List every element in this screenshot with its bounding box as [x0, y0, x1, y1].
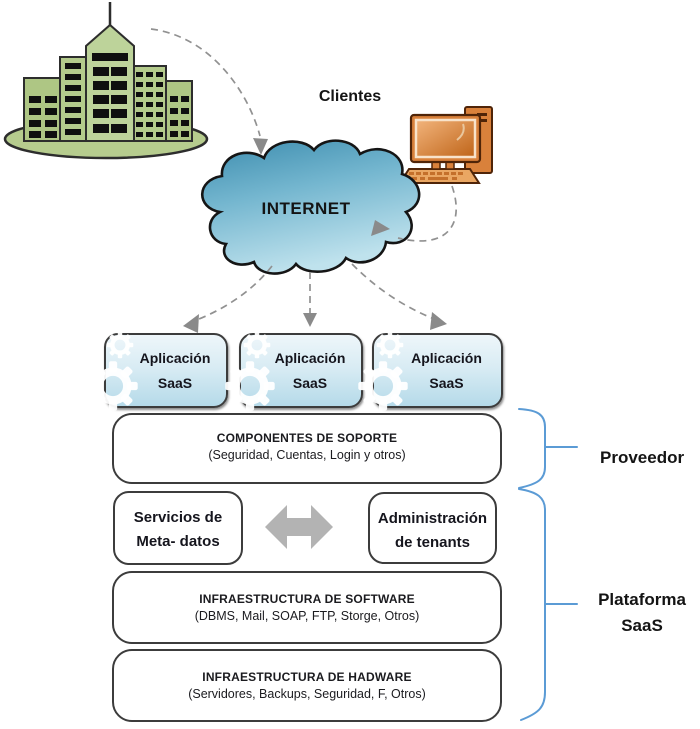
saas-app-3-line2: SaaS	[429, 375, 464, 391]
plataforma-label-line1: Plataforma	[598, 590, 686, 609]
saas-app-box-3: Aplicación SaaS	[372, 333, 503, 408]
componentes-soporte-box: COMPONENTES DE SOPORTE (Seguridad, Cuent…	[112, 413, 502, 484]
proveedor-label: Proveedor	[600, 448, 685, 467]
hardware-title: INFRAESTRUCTURA DE HADWARE	[202, 670, 412, 684]
arrowheads	[183, 138, 447, 333]
tenants-line2: de tenants	[394, 534, 470, 551]
saas-app-box-1: Aplicación SaaS	[104, 333, 228, 408]
plataforma-brace	[518, 488, 546, 721]
servicios-metadatos-box: Servicios de Meta- datos	[113, 491, 243, 565]
infraestructura-software-box: INFRAESTRUCTURA DE SOFTWARE (DBMS, Mail,…	[112, 571, 502, 644]
hardware-subtitle: (Servidores, Backups, Seguridad, F, Otro…	[188, 687, 426, 701]
saas-app-1-line2: SaaS	[157, 375, 193, 391]
soporte-subtitle: (Seguridad, Cuentas, Login y otros)	[208, 448, 406, 462]
brace-group	[518, 408, 578, 721]
saas-app-box-2: Aplicación SaaS	[239, 333, 363, 408]
left-right-arrow-icon	[265, 505, 333, 549]
metadatos-line1: Servicios de	[133, 509, 223, 526]
arrow-building-to-cloud	[150, 28, 261, 137]
arrow-cloud-to-app3	[351, 263, 435, 320]
proveedor-brace	[518, 408, 546, 489]
arrow-computer-to-cloud	[397, 185, 457, 242]
plataforma-label: Plataforma SaaS	[586, 587, 698, 639]
infraestructura-hardware-box: INFRAESTRUCTURA DE HADWARE (Servidores, …	[112, 649, 502, 722]
saas-app-1-line1: Aplicación	[139, 350, 211, 366]
internet-label: INTERNET	[261, 199, 351, 218]
keyboard	[398, 168, 481, 184]
plataforma-label-line2: SaaS	[621, 616, 663, 635]
clientes-label: Clientes	[318, 88, 382, 105]
saas-app-2-line1: Aplicación	[274, 350, 346, 366]
building-windows	[29, 53, 189, 138]
saas-app-3-line1: Aplicación	[411, 350, 482, 366]
monitor	[409, 113, 482, 164]
computer-icon	[398, 106, 493, 184]
soporte-title: COMPONENTES DE SOPORTE	[216, 431, 398, 445]
flow-arrows	[150, 28, 457, 322]
software-subtitle: (DBMS, Mail, SOAP, FTP, Storge, Otros)	[194, 609, 420, 623]
administracion-tenants-box: Administración de tenants	[368, 492, 497, 564]
tenants-line1: Administración	[377, 510, 488, 527]
software-title: INFRAESTRUCTURA DE SOFTWARE	[199, 592, 415, 606]
building-icon	[3, 2, 209, 160]
saas-app-2-line2: SaaS	[292, 375, 328, 391]
arrow-cloud-to-app1	[193, 265, 273, 322]
screen	[414, 118, 477, 159]
keyboard-keys	[409, 172, 463, 180]
metadatos-line2: Meta- datos	[136, 533, 220, 550]
